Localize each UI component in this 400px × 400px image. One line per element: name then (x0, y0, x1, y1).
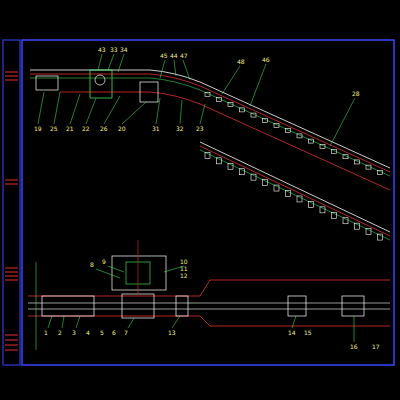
callout-number: 44 (170, 53, 178, 59)
callout-number: 28 (352, 91, 360, 97)
callout-number: 1 (44, 330, 48, 336)
callout-number: 7 (124, 330, 128, 336)
callout-number: 2 (58, 330, 62, 336)
callout-number: 22 (82, 126, 90, 132)
callout-number: 31 (152, 126, 160, 132)
callout-number: 43 (98, 47, 106, 53)
plan-view (28, 240, 390, 350)
callout-number: 16 (350, 344, 358, 350)
drawing-frame (22, 40, 394, 365)
callout-number: 33 (110, 47, 118, 53)
callout-number: 10 (180, 259, 188, 265)
callout-number: 48 (237, 59, 245, 65)
callout-number: 25 (50, 126, 58, 132)
callout-number: 4 (86, 330, 90, 336)
callout-number: 11 (180, 266, 188, 272)
callout-number: 46 (262, 57, 270, 63)
callout-number: 23 (196, 126, 204, 132)
incline-conveyor (30, 70, 390, 240)
callout-number: 45 (160, 53, 168, 59)
callout-number: 26 (100, 126, 108, 132)
callout-number: 47 (180, 53, 188, 59)
callout-number: 21 (66, 126, 74, 132)
leader-lines (38, 54, 355, 146)
callout-number: 19 (34, 126, 42, 132)
callout-number: 14 (288, 330, 296, 336)
callout-number: 6 (112, 330, 116, 336)
callout-number: 20 (118, 126, 126, 132)
callout-number: 15 (304, 330, 312, 336)
callout-number: 12 (180, 273, 188, 279)
callout-number: 34 (120, 47, 128, 53)
callout-number: 13 (168, 330, 176, 336)
leader-lines-plan (48, 266, 354, 342)
title-strip (3, 40, 20, 365)
callout-number: 5 (100, 330, 104, 336)
callout-number: 17 (372, 344, 380, 350)
callout-number: 9 (102, 259, 106, 265)
strip-marks (5, 72, 18, 350)
callout-number: 32 (176, 126, 184, 132)
callout-number: 8 (90, 262, 94, 268)
callout-number: 3 (72, 330, 76, 336)
